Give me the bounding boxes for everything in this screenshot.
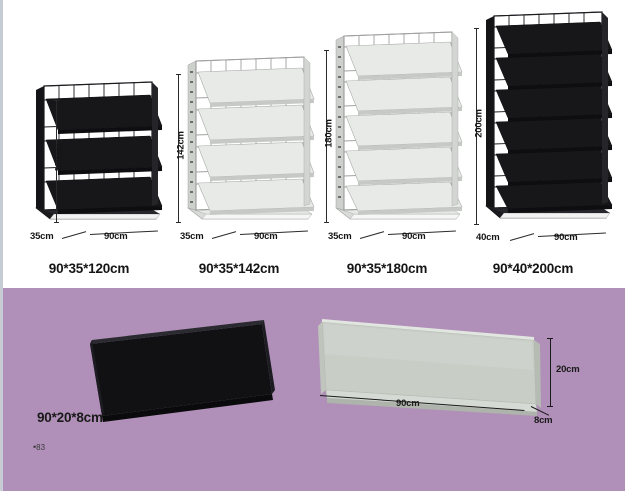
panel-illustration-black [80,316,300,426]
dimension-width-142-label: 90cm [254,231,278,242]
rack-caption-200: 90*40*200cm [492,261,574,276]
page-number-bullet: • [33,442,37,452]
rack-item-120: 120cm 35cm 90cm 90*35*120cm [10,0,168,288]
dimension-width-180-label: 90cm [402,231,426,242]
dimension-height-142-label: 142cm [175,131,187,160]
page-edge-strip [0,0,3,491]
dimension-depth-142-label: 35cm [180,231,204,242]
rack-illustration-142 [180,51,320,226]
rack-item-180: 180cm 35cm 90cm 90*35*180cm [308,0,466,288]
dimension-height-180-label: 180cm [323,119,335,148]
dimension-depth-180-label: 35cm [328,231,352,242]
dimension-height-200-label: 200cm [473,109,485,138]
rack-item-200: 200cm 40cm 90cm 90*40*200cm [458,0,623,288]
dimension-height-120-label: 120cm [53,143,65,172]
rack-item-142: 142cm 35cm 90cm 90*35*142cm [160,0,318,288]
dimension-depth-200-label: 40cm [476,232,500,243]
dimension-width-120-label: 90cm [104,231,128,242]
rack-illustration-120 [28,76,168,226]
rack-illustration-180 [328,26,468,226]
dimension-depth-panel-label: 8cm [534,415,553,426]
rack-caption-180: 90*35*180cm [346,261,428,276]
panel-caption-black: 90*20*8cm [37,410,103,425]
dimension-width-200-label: 90cm [554,232,578,243]
panels-section: 90*20*8cm 90cm [0,288,625,491]
rack-illustration-200 [478,8,618,226]
dimension-height-panel-label: 20cm [556,364,580,375]
rack-caption-142: 90*35*142cm [198,261,280,276]
racks-section: 120cm 35cm 90cm 90*35*120cm [10,0,623,288]
panel-illustration-white [312,308,557,433]
dimension-depth-120-label: 35cm [30,231,54,242]
page-number: •83 [33,442,45,452]
dimension-width-panel-label: 90cm [396,398,420,409]
page-number-value: 83 [36,443,46,452]
rack-caption-120: 90*35*120cm [48,261,130,276]
